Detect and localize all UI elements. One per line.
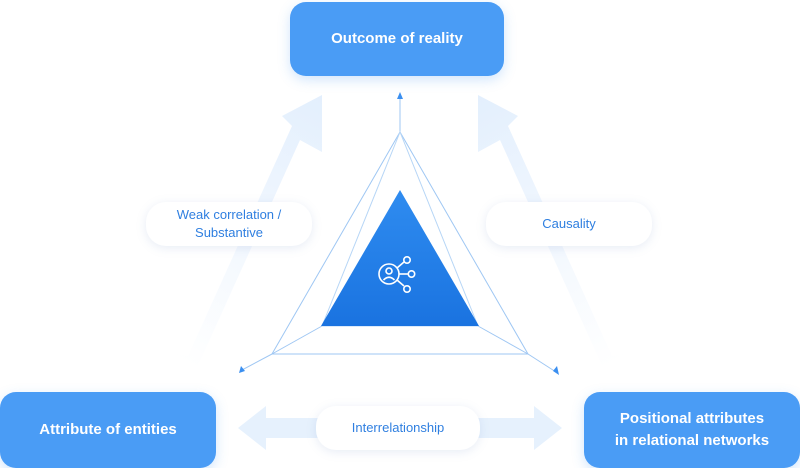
- center-triangle: [321, 190, 479, 326]
- arrowhead-left: [239, 366, 245, 373]
- node-positional-attributes: Positional attributes in relational netw…: [584, 392, 800, 468]
- arrow-right-diagonal: [478, 95, 644, 370]
- edge-label-interrelationship: Interrelationship: [316, 406, 480, 450]
- edge-label-causality: Causality: [486, 202, 652, 246]
- node-right-label-line2: in relational networks: [614, 432, 770, 449]
- node-outcome-of-reality: Outcome of reality: [290, 2, 504, 76]
- network-user-icon: [378, 255, 416, 293]
- edge-right-label: Causality: [542, 216, 596, 231]
- edge-left-line1: Weak correlation /: [176, 207, 282, 222]
- edge-left-line2: Substantive: [195, 225, 263, 240]
- edge-label-weak-correlation: Weak correlation / Substantive: [146, 202, 312, 246]
- arrowhead-right: [553, 366, 559, 375]
- node-left-label: Attribute of entities: [39, 421, 177, 438]
- node-right-label-line1: Positional attributes: [619, 410, 765, 427]
- arrow-left-diagonal: [156, 95, 322, 370]
- node-attribute-of-entities: Attribute of entities: [0, 392, 216, 468]
- arrowhead-top: [397, 92, 403, 99]
- node-top-label: Outcome of reality: [331, 30, 463, 47]
- edge-bottom-label: Interrelationship: [351, 420, 445, 435]
